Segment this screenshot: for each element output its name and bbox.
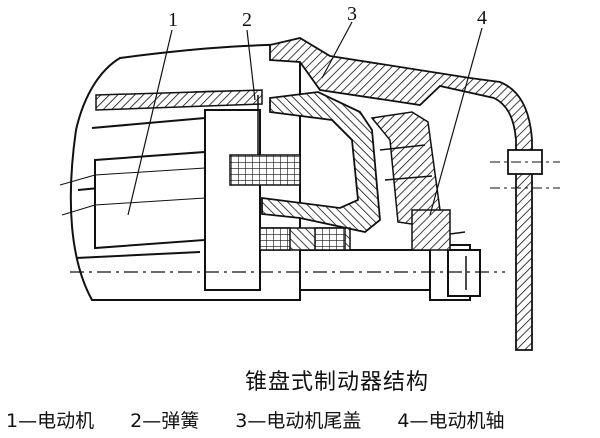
- rotor: [59, 150, 206, 250]
- callout-4: 4: [477, 7, 487, 29]
- spring: [229, 95, 301, 186]
- stator-block: [204, 109, 261, 291]
- flange-bolt: [490, 149, 560, 189]
- parts-legend: 1—电动机 2—弹簧 3—电动机尾盖 4—电动机轴: [6, 406, 535, 433]
- legend-item-4: 4—电动机轴: [397, 410, 505, 432]
- housing-wall: [95, 89, 263, 111]
- callout-3: 3: [347, 3, 357, 25]
- leader-lines: [127, 21, 483, 216]
- cone-brake-disc: [261, 91, 381, 233]
- legend-item-3: 3—电动机尾盖: [235, 410, 362, 432]
- bearing: [259, 209, 451, 251]
- callout-1: 1: [168, 9, 178, 31]
- friction-lining: [370, 111, 441, 227]
- legend-item-2: 2—弹簧: [130, 410, 200, 432]
- figure-caption: 锥盘式制动器结构: [245, 370, 430, 395]
- legend-item-1: 1—电动机: [6, 410, 95, 432]
- motor-end-cover: [269, 37, 533, 351]
- callout-2: 2: [242, 9, 252, 31]
